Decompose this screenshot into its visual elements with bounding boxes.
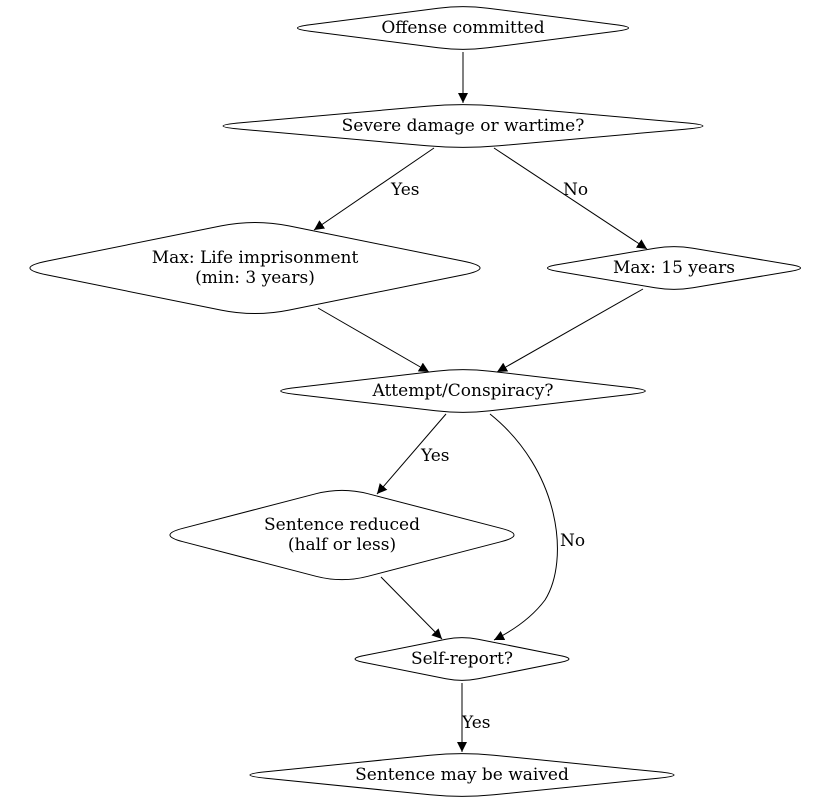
edge-label-yes: Yes — [420, 446, 450, 466]
decision-diamond — [249, 753, 675, 797]
node-label: Offense committed — [381, 18, 544, 38]
edge-life-attempt — [317, 307, 430, 373]
edge-label-no: No — [563, 180, 588, 200]
node-self-report: Self-report? — [354, 637, 570, 681]
edge-fifteen-attempt — [496, 288, 644, 373]
decision-diamond — [222, 104, 704, 148]
edge-label-yes: Yes — [461, 713, 491, 733]
node-label: Severe damage or wartime? — [342, 116, 585, 136]
decision-diamond — [354, 637, 570, 681]
decision-diamond — [296, 6, 630, 50]
node-label: Sentence reduced — [264, 515, 420, 535]
node-max-15: Max: 15 years — [547, 246, 801, 290]
node-label: Max: 15 years — [613, 258, 735, 278]
decision-diamond — [280, 369, 646, 413]
node-label: (half or less) — [288, 535, 396, 555]
edge-severe-life — [313, 147, 435, 231]
node-severe: Severe damage or wartime? — [222, 104, 704, 148]
node-label: Max: Life imprisonment — [152, 248, 359, 268]
node-offense: Offense committed — [296, 6, 630, 50]
node-max-life: Max: Life imprisonment(min: 3 years) — [29, 221, 481, 315]
node-label: Attempt/Conspiracy? — [372, 381, 554, 401]
edge-severe-15 — [493, 147, 648, 250]
edge-label-no: No — [560, 531, 585, 551]
decision-diamond — [169, 489, 515, 581]
node-waived: Sentence may be waived — [249, 753, 675, 797]
node-label: (min: 3 years) — [195, 268, 315, 288]
edge-reduced-self — [380, 576, 443, 640]
node-label: Sentence may be waived — [355, 765, 569, 785]
node-attempt: Attempt/Conspiracy? — [280, 369, 646, 413]
node-label: Self-report? — [411, 649, 513, 669]
node-reduced: Sentence reduced(half or less) — [169, 489, 515, 581]
decision-diamond — [29, 221, 481, 315]
decision-diamond — [547, 246, 801, 290]
edge-attempt-self — [489, 413, 558, 641]
edge-attempt-reduced — [376, 413, 447, 495]
edge-label-yes: Yes — [390, 180, 420, 200]
